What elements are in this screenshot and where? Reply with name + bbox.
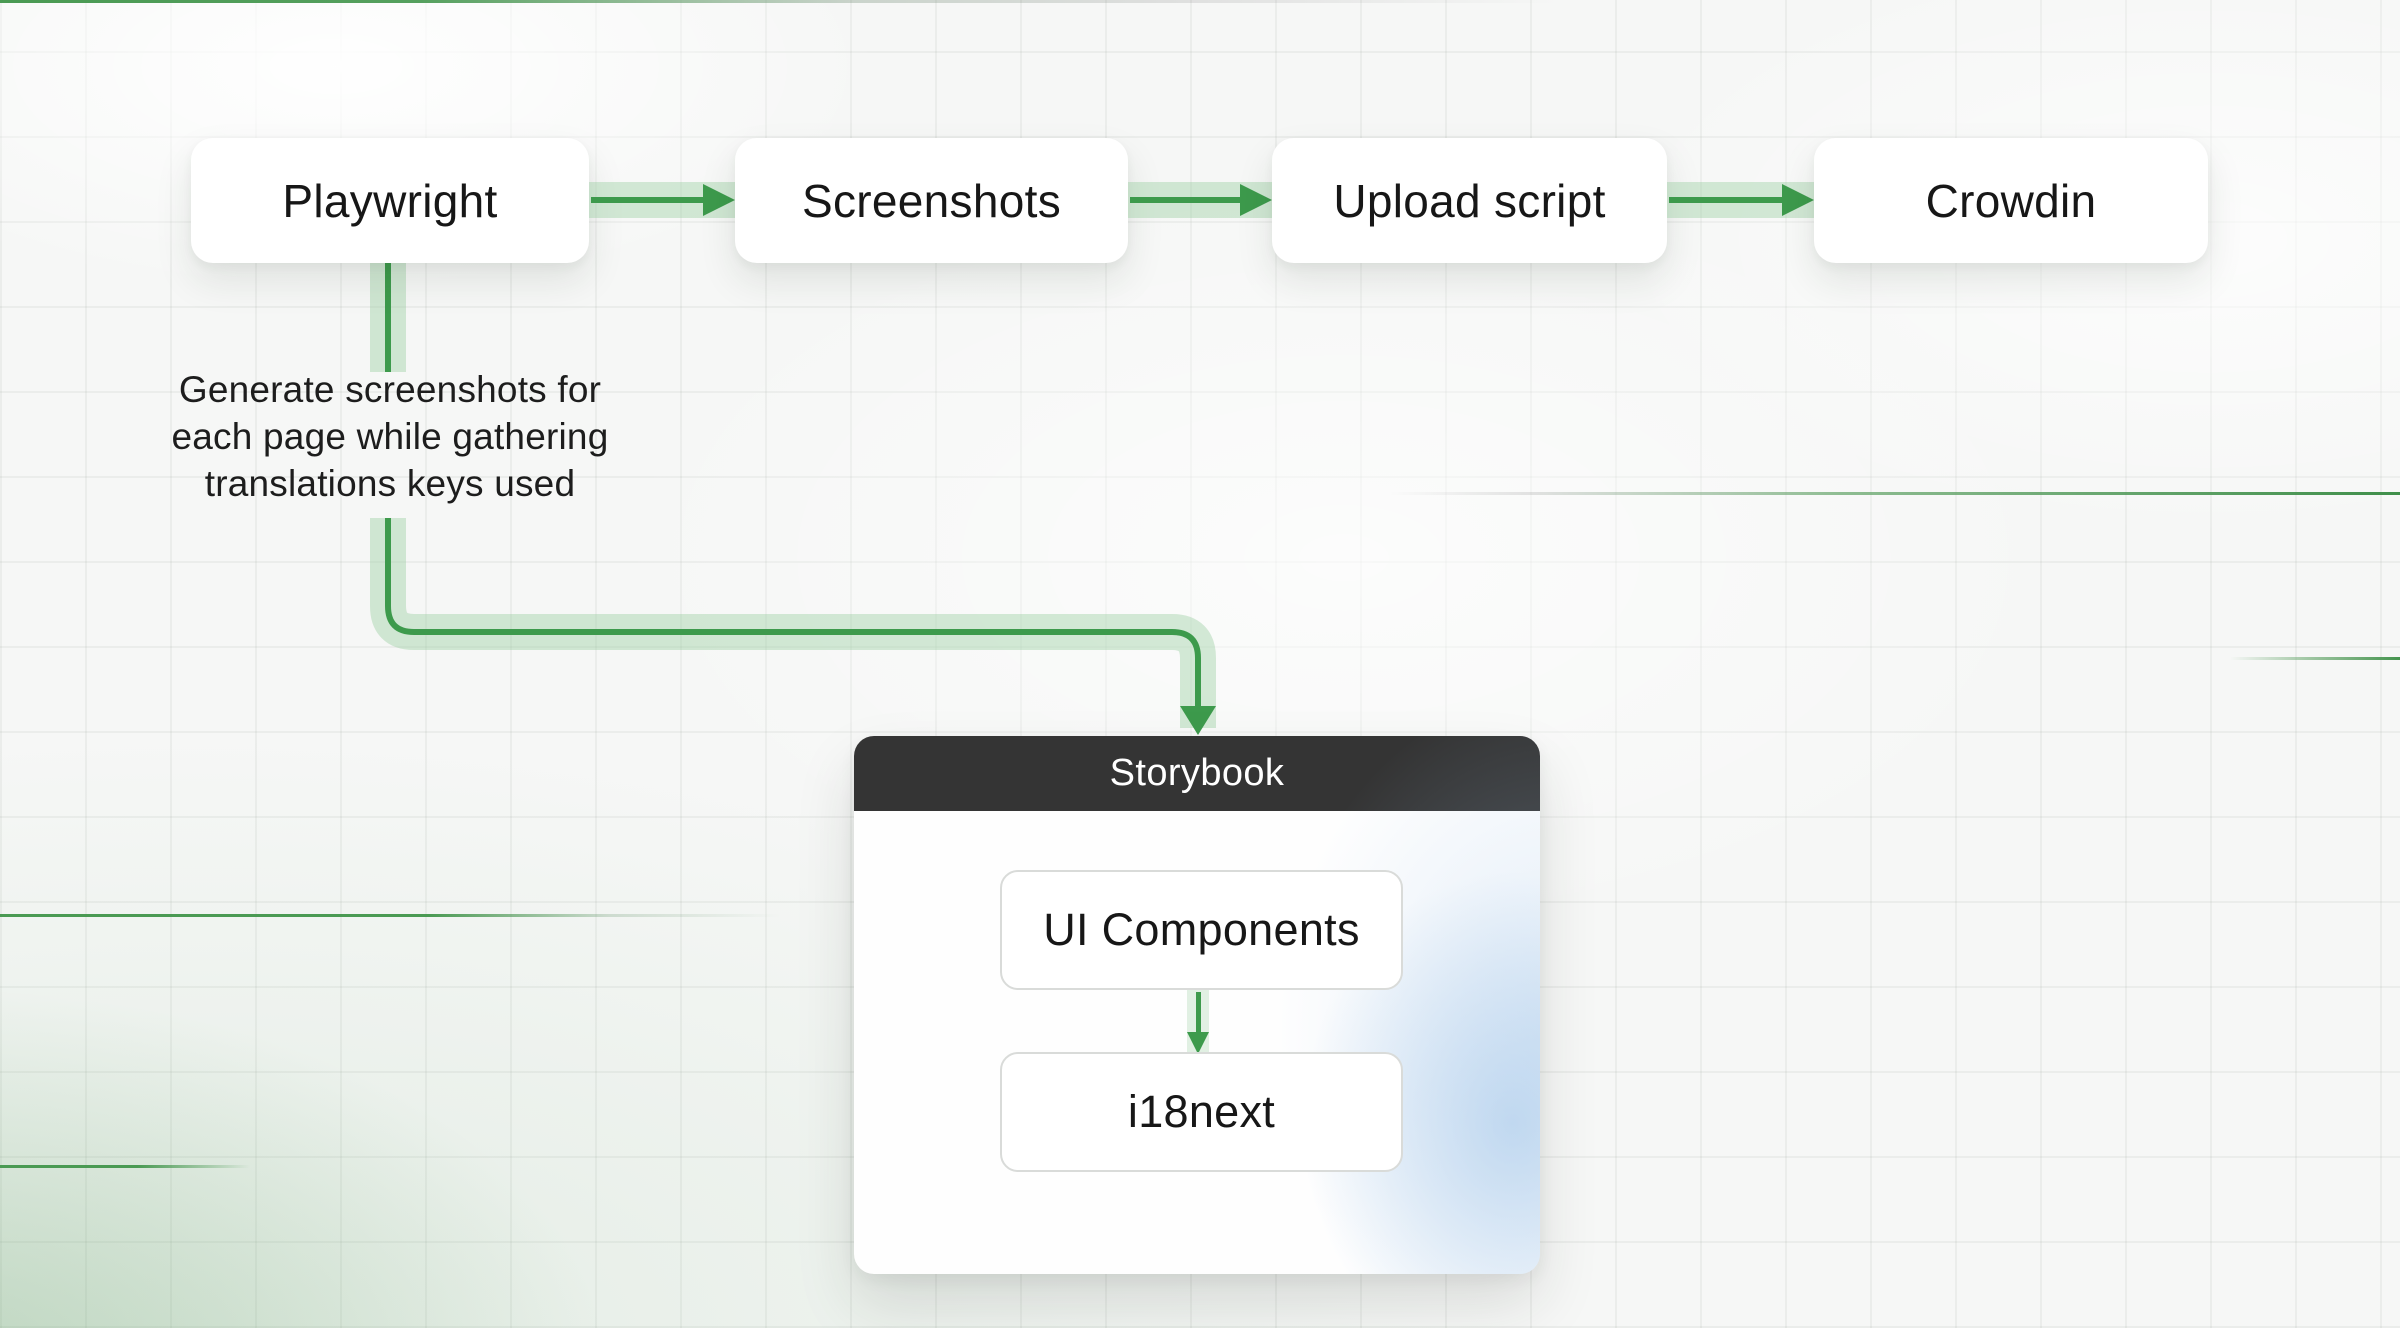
arrow-right-icon [1667,182,1814,218]
arrow-down-icon [1187,990,1209,1054]
arrow-shaft [1195,992,1201,1034]
node-upload-script: Upload script [1272,138,1667,263]
arrow-head [1782,184,1814,216]
decorative-line [0,0,1900,3]
decorative-line [2230,657,2400,660]
arrow-head [1240,184,1272,216]
decorative-line [1390,492,2400,495]
node-i18next: i18next [1000,1052,1403,1172]
decorative-line [0,914,780,917]
connector-annotation: Generate screenshots for each page while… [171,369,609,504]
node-screenshots: Screenshots [735,138,1128,263]
decorative-line [0,1165,250,1168]
node-label: Playwright [282,174,498,227]
storybook-card-header: Storybook [854,736,1540,811]
storybook-title: Storybook [1109,752,1285,794]
node-crowdin: Crowdin [1814,138,2208,263]
node-ui-components: UI Components [1000,870,1403,990]
arrow-down-icon [1180,706,1216,735]
node-label: UI Components [1043,904,1360,955]
arrow-right-icon [1128,182,1272,218]
node-label: i18next [1127,1086,1276,1137]
node-label: Upload script [1333,174,1606,227]
arrow-shaft [1130,197,1244,203]
arrow-head [1187,1032,1209,1054]
node-playwright: Playwright [191,138,589,263]
arrow-shaft [591,197,707,203]
node-label: Crowdin [1925,174,2097,227]
arrow-head [703,184,735,216]
arrow-right-icon [589,182,735,218]
arrow-shaft [1669,197,1786,203]
storybook-card: Storybook UI Components i18next [854,736,1540,1274]
node-label: Screenshots [802,174,1061,227]
